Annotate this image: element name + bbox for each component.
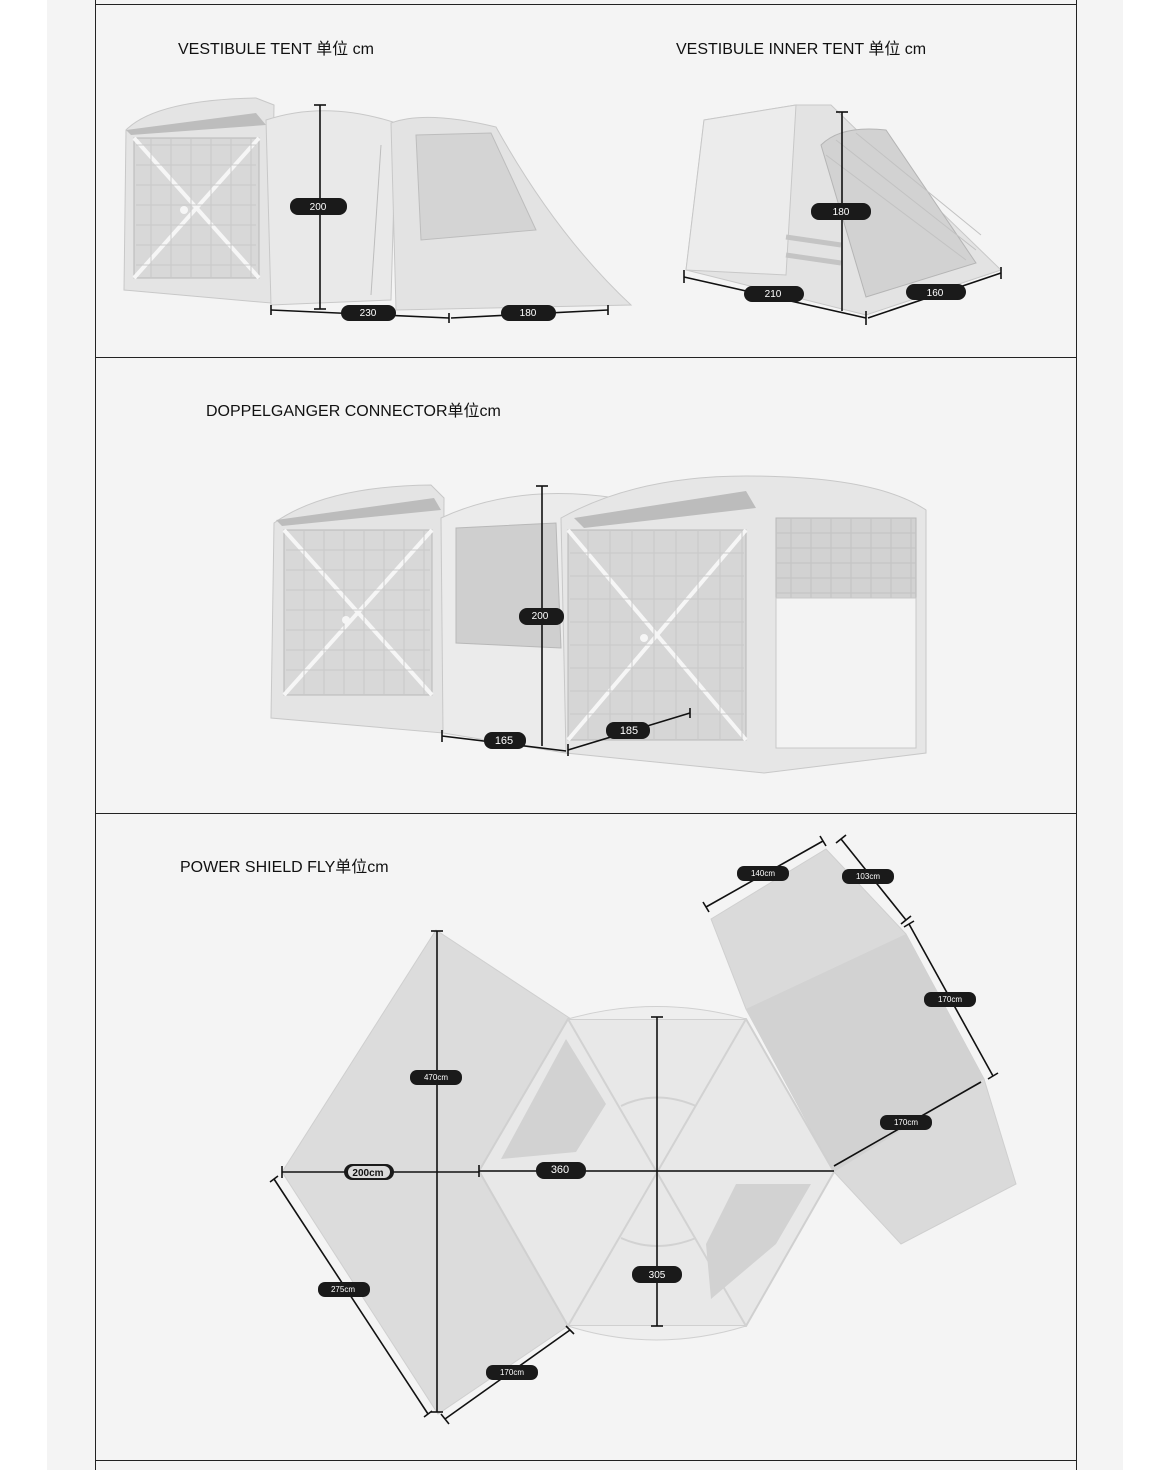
- fly-center-width-label: 360: [551, 1164, 569, 1176]
- inner-length-badge: 210: [744, 286, 804, 302]
- tent-base-extension-badge: 180: [501, 305, 556, 321]
- fly-left-width-badge: 200cm: [344, 1164, 394, 1180]
- fly-right-top-badge: 140cm: [737, 866, 789, 881]
- connector-width-badge: 165: [484, 732, 526, 749]
- fly-right-side-badge: 170cm: [924, 992, 976, 1007]
- fly-right-bottom-label: 170cm: [894, 1118, 918, 1127]
- vestibule-panel: VESTIBULE TENT 单位 cm VESTIBULE INNER TEN…: [96, 5, 1076, 357]
- connector-title: DOPPELGANGER CONNECTOR单位cm: [206, 403, 501, 420]
- connector-illustration: [270, 475, 927, 774]
- fly-diagram: 470cm 200cm 275cm 170cm 360 305 140cm: [269, 834, 1017, 1425]
- fly-left-bottom-label: 170cm: [500, 1368, 524, 1377]
- divider-1: [95, 357, 1076, 358]
- fly-center-width-badge: 360: [536, 1162, 586, 1179]
- vestibule-inner-tent-title: VESTIBULE INNER TENT 单位 cm: [676, 41, 927, 58]
- fly-right-bottom-badge: 170cm: [880, 1115, 932, 1130]
- fly-left-height-label: 470cm: [424, 1073, 448, 1082]
- fly-title: POWER SHIELD FLY单位cm: [180, 859, 389, 876]
- vestibule-tent-illustration: [123, 97, 633, 311]
- fly-right-top-side-badge: 103cm: [842, 869, 894, 884]
- fly-center-depth-label: 305: [649, 1270, 666, 1281]
- divider-bottom: [95, 1460, 1076, 1461]
- connector-depth-label: 185: [620, 725, 638, 737]
- fly-panel: POWER SHIELD FLY单位cm: [96, 814, 1076, 1460]
- fly-illustration: [281, 848, 1017, 1415]
- vestibule-diagram: 200 230 180 180: [123, 97, 1002, 325]
- connector-width-label: 165: [495, 735, 513, 747]
- tent-height-badge: 200: [290, 198, 347, 215]
- tent-base-extension-label: 180: [520, 308, 537, 319]
- fly-left-height-badge: 470cm: [410, 1070, 462, 1085]
- inner-height-badge: 180: [811, 203, 871, 220]
- divider-2: [95, 813, 1076, 814]
- fly-right-top-label: 140cm: [751, 869, 775, 878]
- fly-right-top-side-label: 103cm: [856, 872, 880, 881]
- inner-width-badge: 160: [906, 284, 966, 300]
- connector-panel: DOPPELGANGER CONNECTOR单位cm: [96, 358, 1076, 813]
- right-border: [1076, 0, 1077, 1470]
- fly-right-side-label: 170cm: [938, 995, 962, 1004]
- vestibule-tent-title: VESTIBULE TENT 单位 cm: [178, 41, 374, 58]
- left-border: [95, 0, 96, 1470]
- connector-height-badge: 200: [519, 608, 564, 625]
- fly-left-diagonal-label: 275cm: [331, 1285, 355, 1294]
- tent-base-main-label: 230: [360, 308, 377, 319]
- tent-base-main-badge: 230: [341, 305, 396, 321]
- connector-diagram: 200 165 185: [270, 475, 927, 774]
- inner-width-label: 160: [927, 288, 944, 299]
- connector-height-label: 200: [532, 611, 549, 622]
- inner-length-label: 210: [765, 289, 782, 300]
- connector-depth-badge: 185: [606, 722, 650, 739]
- fly-center-depth-badge: 305: [632, 1266, 682, 1283]
- fly-left-bottom-badge: 170cm: [486, 1365, 538, 1380]
- inner-height-label: 180: [833, 207, 850, 218]
- fly-left-width-label: 200cm: [352, 1168, 383, 1179]
- divider-top: [95, 4, 1076, 5]
- fly-left-diagonal-badge: 275cm: [318, 1282, 370, 1297]
- tent-height-label: 200: [310, 202, 327, 213]
